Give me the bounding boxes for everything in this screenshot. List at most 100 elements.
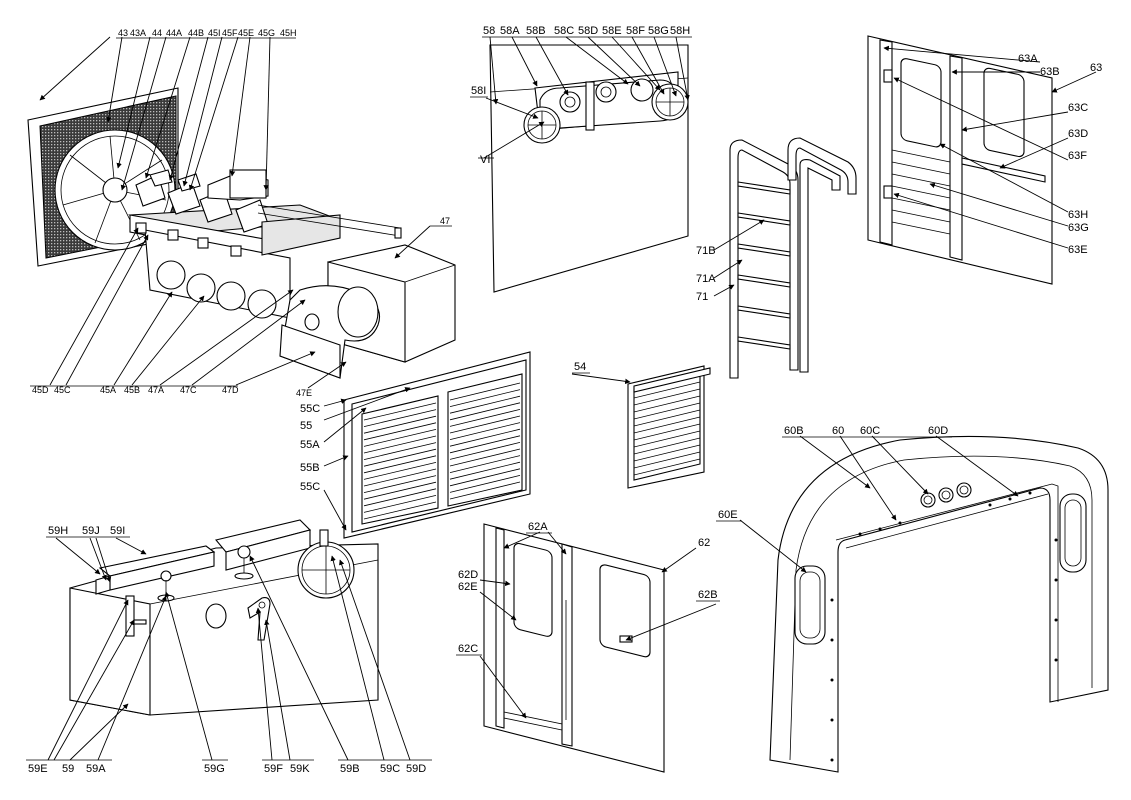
louvre-slat: [363, 422, 437, 441]
cab-front-60-leaders: [739, 435, 1019, 573]
label-71b: 71B: [696, 245, 716, 257]
label-44a: 44A: [166, 28, 182, 38]
label-58b: 58B: [526, 25, 546, 37]
panel-58: [489, 44, 689, 293]
label-62b: 62B: [698, 589, 718, 601]
label-62e: 62E: [458, 581, 478, 593]
louvre-panel-55-leaders: [323, 387, 411, 531]
louvre-panel-55: [343, 351, 531, 539]
panel-58-leaders: [483, 36, 690, 159]
label-43a: 43A: [130, 28, 146, 38]
label-58f: 58F: [626, 25, 645, 37]
louvre-slat: [449, 395, 521, 414]
louvre-slat: [363, 495, 437, 513]
label-45h: 45H: [280, 28, 297, 38]
ladder-71: [729, 137, 857, 379]
louvre-slat: [363, 409, 437, 427]
louvre-slat: [363, 501, 437, 520]
label-58e: 58E: [602, 25, 622, 37]
label-63g: 63G: [1068, 222, 1089, 234]
label-58i: 58I: [471, 85, 486, 97]
louvre-slat: [363, 415, 437, 434]
label-59a: 59A: [86, 763, 106, 775]
control-stand-59-leaders: [47, 537, 411, 761]
label-59j: 59J: [82, 525, 100, 537]
label-43: 43: [118, 28, 128, 38]
ladder-71-leaders: [713, 219, 765, 297]
louvre-slat: [449, 468, 521, 487]
label-44b: 44B: [188, 28, 204, 38]
control-stand-59-labels: 59H 59J 59I 59E 59 59A 59G 59F 59K 59B 5…: [26, 525, 432, 775]
label-47c: 47C: [180, 385, 197, 395]
label-58g: 58G: [648, 25, 669, 37]
label-63d: 63D: [1068, 128, 1088, 140]
louvre-slat: [449, 409, 521, 427]
louvre-slat: [449, 435, 521, 454]
label-55: 55: [300, 420, 312, 432]
louvre-slat: [363, 468, 437, 487]
label-47e: 47E: [296, 388, 312, 398]
louvre-slat: [363, 462, 437, 480]
label-63f: 63F: [1068, 150, 1087, 162]
ladder-71-labels: 71B 71A 71: [696, 245, 716, 303]
louvre-slat: [449, 448, 521, 467]
label-71a: 71A: [696, 273, 716, 285]
label-45g: 45G: [258, 28, 275, 38]
label-54: 54: [574, 361, 586, 373]
label-45a: 45A: [100, 385, 116, 395]
label-44: 44: [152, 28, 162, 38]
label-58d: 58D: [578, 25, 598, 37]
label-60e: 60E: [718, 509, 738, 521]
louvre-slat: [449, 461, 521, 480]
louvre-slat: [449, 428, 521, 447]
label-59d: 59D: [406, 763, 426, 775]
control-stand-59: [69, 519, 379, 716]
label-45d: 45D: [32, 385, 49, 395]
louvre-slat: [449, 481, 521, 500]
label-vi: VI: [480, 154, 490, 166]
label-59: 59: [62, 763, 74, 775]
engine-labels: 43 43A 44 44A 44B 45I 45F 45E 45G 45H 47…: [30, 28, 452, 398]
label-60c: 60C: [860, 425, 880, 437]
panel-58-labels: 58 58A 58B 58C 58D 58E 58F 58G 58H 58I V…: [470, 25, 692, 166]
louvre-slat: [449, 455, 521, 473]
label-47a: 47A: [148, 385, 164, 395]
louvre-slat: [363, 402, 437, 421]
label-59b: 59B: [340, 763, 360, 775]
louvre-slat: [363, 481, 437, 500]
label-47d: 47D: [222, 385, 239, 395]
louvre-slat: [363, 455, 437, 474]
louvre-slat: [449, 475, 521, 493]
label-62a: 62A: [528, 521, 548, 533]
engine-radiator-assembly: [27, 87, 456, 379]
label-55b: 55B: [300, 462, 320, 474]
louvre-panel-55-labels: 55C 55 55A 55B 55C: [300, 403, 320, 493]
louvre-slat: [449, 422, 521, 440]
label-59i: 59I: [110, 525, 125, 537]
louvre-slat: [449, 415, 521, 434]
louvre-slat: [449, 389, 521, 407]
label-58c: 58C: [554, 25, 574, 37]
louvre-slat: [363, 435, 437, 454]
label-60: 60: [832, 425, 844, 437]
door-panel-62: [483, 523, 665, 773]
engine-leader-lines: [39, 36, 431, 389]
louvre-slat: [449, 402, 521, 421]
label-63a: 63A: [1018, 53, 1038, 65]
louvre-slat: [363, 442, 437, 460]
door-63-leaders: [883, 45, 1097, 249]
louvre-slat: [363, 448, 437, 467]
label-59c: 59C: [380, 763, 400, 775]
label-45f: 45F: [222, 28, 238, 38]
label-63b: 63B: [1040, 66, 1060, 78]
label-63e: 63E: [1068, 244, 1088, 256]
label-59g: 59G: [204, 763, 225, 775]
label-58h: 58H: [670, 25, 690, 37]
door-63-labels: 63A 63B 63 63C 63D 63F 63H 63G 63E: [1018, 53, 1102, 256]
label-47: 47: [440, 216, 450, 226]
label-60d: 60D: [928, 425, 948, 437]
label-60b: 60B: [784, 425, 804, 437]
label-71: 71: [696, 291, 708, 303]
louvre-54: [627, 365, 711, 489]
